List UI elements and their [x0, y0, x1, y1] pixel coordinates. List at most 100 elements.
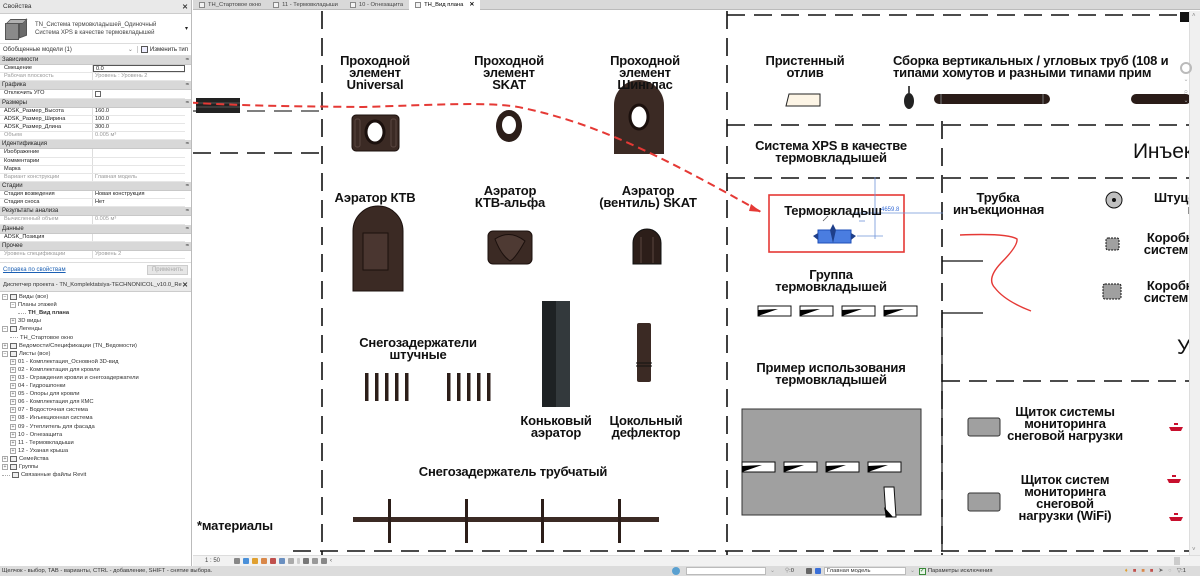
- chevron-down-icon[interactable]: ⌄: [1183, 98, 1189, 104]
- collapse-icon[interactable]: ≈: [185, 57, 189, 63]
- property-value[interactable]: 100.0: [95, 115, 109, 122]
- browser-item[interactable]: +01 - Комплектация_Основной 3D-вид: [0, 358, 191, 366]
- browser-item[interactable]: +08 - Инъекционная система: [0, 414, 191, 422]
- property-value-cell[interactable]: 0.0: [93, 65, 185, 72]
- property-checkbox[interactable]: [95, 91, 101, 98]
- property-group-header[interactable]: Идентификация≈: [0, 140, 191, 150]
- browser-item[interactable]: +03 - Ограждения кровли и снегозадержате…: [0, 374, 191, 382]
- collapse-icon[interactable]: −: [2, 350, 8, 357]
- analytical-model-icon[interactable]: [312, 558, 319, 564]
- drag-elements-icon[interactable]: ○: [1168, 568, 1172, 574]
- design-option-selector[interactable]: Главная модель: [823, 567, 906, 575]
- show-crop-icon[interactable]: [279, 558, 286, 564]
- drawing-canvas[interactable]: 4659.8: [193, 11, 1189, 555]
- expand-icon[interactable]: +: [2, 342, 8, 349]
- property-value-cell[interactable]: [93, 90, 185, 98]
- sun-path-icon[interactable]: [252, 558, 259, 564]
- category-filter[interactable]: Обобщенные модели (1): [3, 46, 72, 53]
- expand-icon[interactable]: +: [10, 423, 16, 430]
- property-value-cell[interactable]: 100.0: [93, 116, 185, 123]
- chevron-left-icon[interactable]: ‹: [330, 558, 333, 564]
- property-value-cell[interactable]: [93, 158, 185, 165]
- highlight-displacement-icon[interactable]: [321, 558, 328, 564]
- worksets-icon[interactable]: [672, 567, 680, 575]
- browser-item[interactable]: +10 - Огнезащита: [0, 431, 191, 439]
- property-value[interactable]: 160.0: [95, 107, 109, 114]
- property-value-cell[interactable]: 160.0: [93, 108, 185, 115]
- property-value-cell[interactable]: Новая конструкция: [93, 191, 185, 198]
- browser-item[interactable]: +05 - Опоры для кровли: [0, 390, 191, 398]
- unlock-3d-icon[interactable]: [288, 558, 295, 564]
- reveal-hidden-icon[interactable]: [303, 558, 310, 564]
- scroll-up-icon[interactable]: ˄: [1192, 13, 1196, 19]
- expand-icon[interactable]: +: [10, 399, 16, 406]
- property-group-header[interactable]: Данные≈: [0, 224, 191, 234]
- temp-hide-icon[interactable]: [297, 558, 301, 564]
- browser-item[interactable]: +3D виды: [0, 317, 191, 325]
- filter-icon[interactable]: ▽: [1176, 568, 1182, 574]
- property-value-cell[interactable]: [93, 234, 185, 241]
- properties-help-link[interactable]: Справка по свойствам: [3, 267, 66, 273]
- collapse-icon[interactable]: ≈: [185, 225, 189, 232]
- apply-button[interactable]: Применить: [146, 265, 188, 275]
- collapse-icon[interactable]: −: [2, 294, 8, 301]
- browser-item[interactable]: +06 - Комплектация для КМС: [0, 398, 191, 406]
- collapse-icon[interactable]: −: [2, 326, 8, 333]
- expand-icon[interactable]: +: [10, 439, 16, 446]
- property-value[interactable]: 300.0: [95, 123, 109, 130]
- select-underlay-icon[interactable]: ■: [1141, 568, 1145, 574]
- scroll-down-icon[interactable]: ˅: [1192, 547, 1196, 553]
- dropdown-icon[interactable]: ▾: [184, 26, 188, 32]
- property-group-header[interactable]: Результаты анализа≈: [0, 207, 191, 217]
- property-value-cell[interactable]: [93, 166, 185, 173]
- workset-selector[interactable]: [686, 567, 766, 575]
- browser-item[interactable]: TH_Вид плана: [0, 309, 191, 317]
- view-tab[interactable]: 10 - Огнезащита: [344, 0, 409, 10]
- browser-item[interactable]: −Виды (все): [0, 293, 191, 301]
- property-value-cell[interactable]: 300.0: [93, 124, 185, 131]
- expand-icon[interactable]: +: [10, 415, 16, 422]
- view-tab[interactable]: TH_Вид плана✕: [409, 0, 481, 10]
- collapse-icon[interactable]: ≈: [185, 82, 189, 89]
- active-option-icon[interactable]: [814, 568, 821, 574]
- exclusions-checkbox[interactable]: ✓: [918, 567, 926, 575]
- expand-icon[interactable]: +: [10, 366, 16, 373]
- property-value-cell[interactable]: Нет: [93, 199, 185, 206]
- browser-item[interactable]: +12 - Уханая крыша: [0, 447, 191, 455]
- property-group-header[interactable]: Зависимости≈: [0, 56, 191, 65]
- property-value[interactable]: Новая конструкция: [95, 191, 145, 198]
- chevron-down-icon[interactable]: ⌄: [127, 47, 133, 53]
- property-group-header[interactable]: Прочее≈: [0, 241, 191, 251]
- view-scale[interactable]: 1 : 50: [205, 558, 221, 564]
- select-links-icon[interactable]: ■: [1132, 568, 1137, 574]
- browser-item[interactable]: Связанные файлы Revit: [0, 471, 191, 479]
- bulb-icon[interactable]: ♦: [1124, 568, 1128, 574]
- design-options-icon[interactable]: [805, 568, 812, 574]
- browser-item[interactable]: −Легенды: [0, 325, 191, 333]
- browser-item[interactable]: +Группы: [0, 463, 191, 471]
- expand-icon[interactable]: +: [10, 358, 16, 365]
- expand-icon[interactable]: +: [10, 318, 16, 325]
- expand-icon[interactable]: +: [2, 455, 8, 462]
- collapse-icon[interactable]: ≈: [185, 242, 189, 249]
- detail-level-icon[interactable]: [234, 558, 241, 564]
- visual-style-icon[interactable]: [243, 558, 250, 564]
- expand-icon[interactable]: +: [10, 407, 16, 414]
- property-value[interactable]: Нет: [95, 199, 105, 206]
- editing-requests-icon[interactable]: ⚲: [784, 568, 790, 574]
- select-by-face-icon[interactable]: ➤: [1158, 568, 1164, 574]
- close-tab-icon[interactable]: ✕: [469, 1, 475, 8]
- property-group-header[interactable]: Размеры≈: [0, 98, 191, 108]
- edit-type-button[interactable]: Изменить тип: [136, 46, 188, 53]
- browser-item[interactable]: −Листы (все): [0, 350, 191, 358]
- browser-item[interactable]: +Ведомости/Спецификации (TN_Ведомости): [0, 342, 191, 350]
- browser-item[interactable]: +04 - Гидрошпонки: [0, 382, 191, 390]
- shadows-icon[interactable]: [261, 558, 268, 564]
- chevron-down-icon[interactable]: ⌄: [909, 568, 915, 574]
- view-tab[interactable]: 11 - Термовкладыши: [267, 0, 344, 10]
- property-group-header[interactable]: Графика≈: [0, 81, 191, 91]
- chevron-down-icon[interactable]: ⌄: [770, 568, 775, 574]
- expand-icon[interactable]: +: [2, 464, 8, 471]
- crop-view-icon[interactable]: [270, 558, 277, 564]
- browser-item[interactable]: −Планы этажей: [0, 301, 191, 309]
